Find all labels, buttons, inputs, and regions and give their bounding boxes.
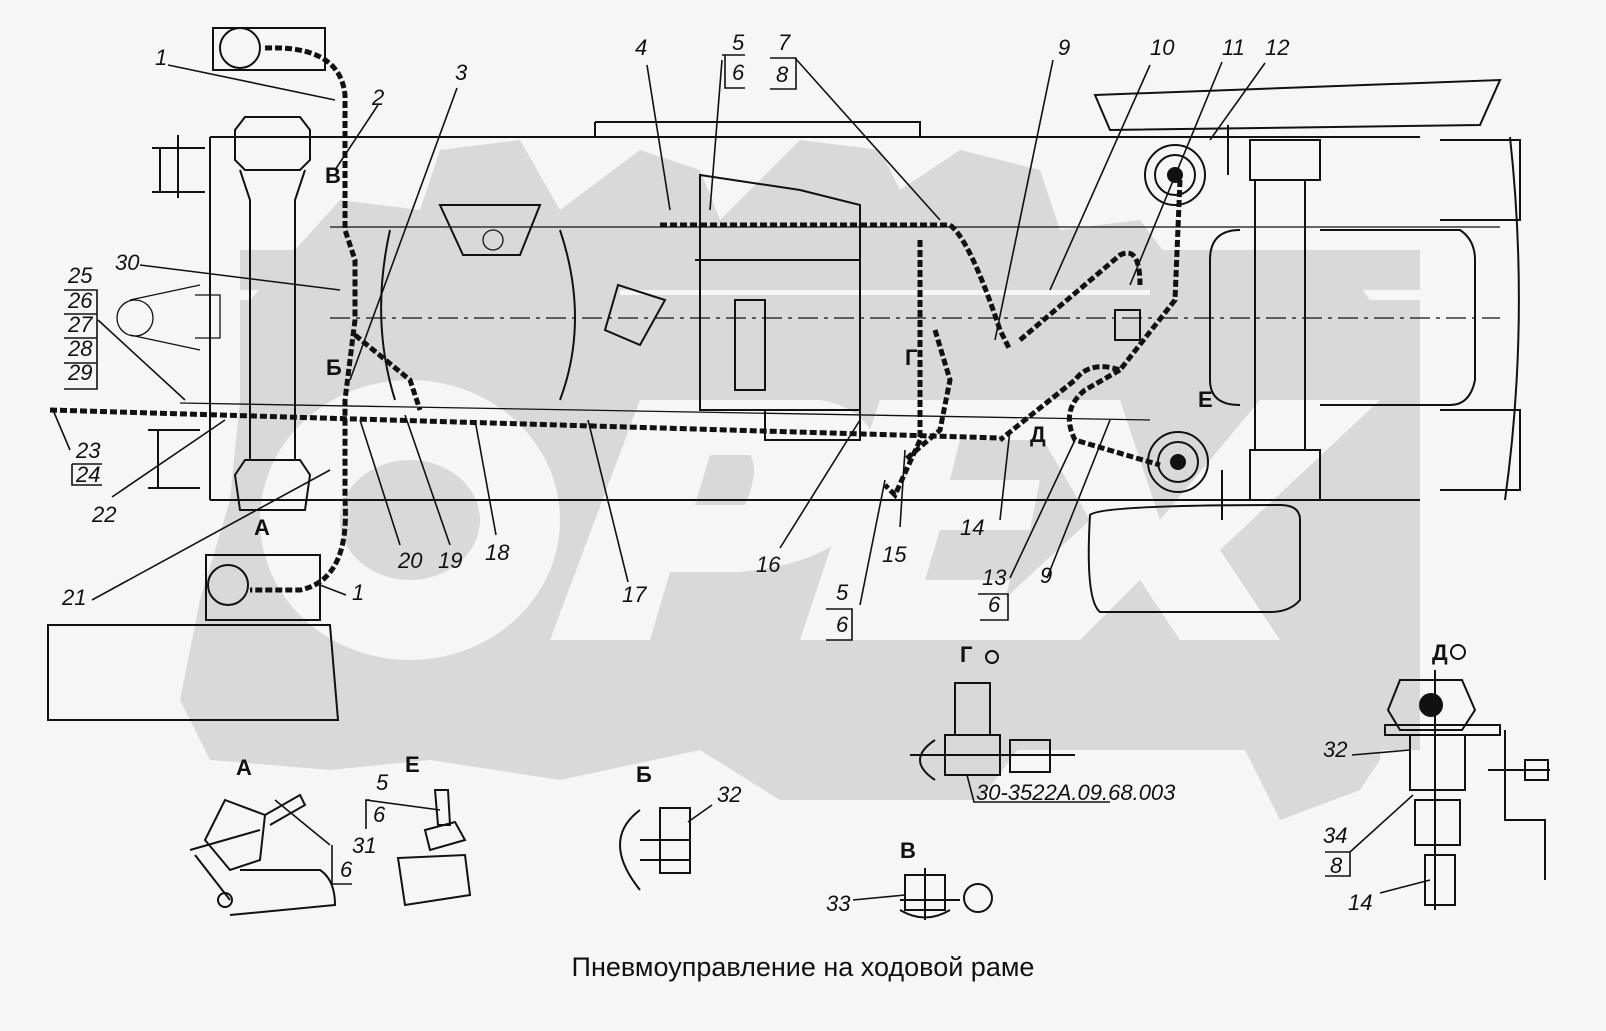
callout-14: 14	[960, 515, 984, 540]
callout-26: 26	[67, 288, 93, 313]
callout-13-6: 13 6	[978, 565, 1009, 621]
callout-1-top: 1	[155, 45, 167, 70]
callout-5-6-top: 5 6	[722, 30, 745, 89]
callout-25-29-stack: 25 26 27 28 29	[64, 263, 98, 390]
callout-fraction-bottom: 6	[732, 60, 745, 85]
callout-21: 21	[61, 585, 86, 610]
detail-view-B: Б 32	[619, 762, 741, 891]
callout-A-6: 6	[340, 857, 353, 882]
callout-20: 20	[397, 548, 423, 573]
callouts: 1 2 3 4 5 6 7 8 9 10 11 12 30 25 26 27 2…	[61, 30, 1289, 641]
callout-7-8: 7 8	[770, 30, 797, 90]
callout-23-24: 23 24	[71, 438, 102, 487]
callout-18: 18	[485, 540, 510, 565]
callout-V-33: 33	[826, 891, 851, 916]
callout-30: 30	[115, 250, 140, 275]
chassis-frame	[47, 27, 1521, 721]
callout-B-32: 32	[717, 782, 741, 807]
callout-D-14: 14	[1348, 890, 1372, 915]
callout-fraction-top: 23	[75, 438, 101, 463]
callout-15: 15	[882, 542, 907, 567]
callout-fraction-bottom: 6	[836, 612, 849, 637]
callout-10: 10	[1150, 35, 1175, 60]
callout-29: 29	[67, 360, 92, 385]
callout-D-8: 8	[1330, 853, 1343, 878]
callout-fraction-top: 5	[732, 30, 745, 55]
view-arrow-V: В	[325, 163, 341, 188]
part-number-label: 30-3522А.09.68.003	[976, 780, 1176, 805]
callout-1-bottom: 1	[352, 580, 364, 605]
view-label-G: Г	[960, 642, 973, 667]
callout-2: 2	[371, 85, 384, 110]
callout-16: 16	[756, 552, 781, 577]
fitting-nut-icon	[1419, 693, 1443, 717]
callout-fraction-top: 7	[778, 30, 791, 55]
callout-E-5: 5	[376, 770, 389, 795]
callout-19: 19	[438, 548, 462, 573]
callout-D-34: 34	[1323, 823, 1347, 848]
callout-5-6-bottom: 5 6	[826, 580, 853, 641]
view-label-V: В	[900, 838, 916, 863]
callout-E-6: 6	[373, 802, 386, 827]
view-arrow-B: Б	[326, 355, 342, 380]
callout-fraction-top: 5	[836, 580, 849, 605]
callout-fraction-bottom: 6	[988, 592, 1001, 617]
callout-leaders	[52, 57, 1266, 606]
callout-11: 11	[1222, 35, 1245, 60]
callout-fraction-bottom: 8	[776, 62, 789, 87]
air-hoses	[49, 45, 1183, 593]
detail-view-A: А 31 6	[189, 755, 376, 916]
view-arrow-G: Г	[905, 345, 918, 370]
detail-view-D: Д 32 34 8 14	[1323, 640, 1550, 915]
callout-4: 4	[635, 35, 647, 60]
callout-17: 17	[622, 582, 647, 607]
view-arrow-A: А	[254, 515, 270, 540]
view-label-B: Б	[636, 762, 652, 787]
callout-25: 25	[67, 263, 93, 288]
callout-9-top: 9	[1058, 35, 1070, 60]
callout-27: 27	[67, 312, 93, 337]
view-label-A: А	[236, 755, 252, 780]
callout-3: 3	[455, 60, 468, 85]
detail-view-E: Е 5 6	[365, 752, 472, 907]
view-label-E: Е	[405, 752, 420, 777]
callout-fraction-top: 13	[982, 565, 1007, 590]
callout-fraction-bottom: 24	[75, 462, 100, 487]
brake-chamber-lower-icon	[1170, 454, 1186, 470]
diagram-caption: Пневмоуправление на ходовой раме	[571, 952, 1035, 982]
callout-31: 31	[352, 833, 376, 858]
detail-view-G: Г 30-3522А.09.68.003	[910, 642, 1176, 805]
callout-D-32: 32	[1323, 737, 1347, 762]
callout-9-bottom: 9	[1040, 563, 1052, 588]
view-arrow-E: Е	[1198, 387, 1213, 412]
view-label-D: Д	[1432, 640, 1448, 665]
detail-view-V: В 33	[826, 838, 993, 920]
callout-22: 22	[91, 502, 116, 527]
view-arrow-D: Д	[1030, 422, 1046, 447]
callout-12: 12	[1265, 35, 1289, 60]
callout-28: 28	[67, 336, 93, 361]
